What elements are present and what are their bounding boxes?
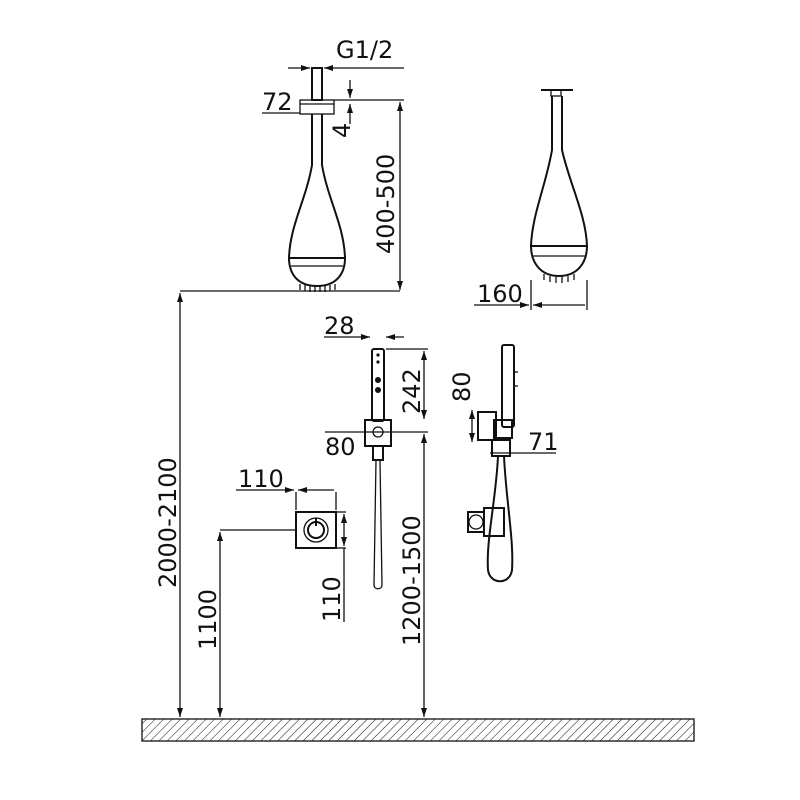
handset-length-label: 242 [398, 368, 426, 414]
control-floor-height-label: 1100 [194, 589, 222, 650]
holder-projection-label: 71 [528, 428, 559, 456]
holder-depth-label: 80 [448, 371, 476, 402]
head-diameter-dimension: 160 [474, 280, 588, 310]
head-drop-dimension: 400-500 [372, 102, 403, 290]
handset-width-label: 28 [324, 312, 355, 340]
holder-floor-height-label: 1200-1500 [398, 515, 426, 646]
control-floor-height-dimension: 1100 [194, 529, 296, 717]
handset-width-dimension: 28 [324, 312, 404, 340]
thread-dimension: G1/2 [288, 36, 404, 71]
control-box [295, 511, 337, 549]
thread-label: G1/2 [336, 36, 393, 64]
ceiling-shower-head-front [287, 67, 347, 292]
holder-height-dimension: 80 [325, 431, 428, 461]
head-diameter-label: 160 [477, 280, 523, 308]
control-height-dimension: 110 [318, 511, 347, 622]
hand-shower-front [364, 348, 392, 590]
head-drop-label: 400-500 [372, 154, 400, 254]
ceiling-shower-head-side [529, 89, 589, 283]
arm-width-label: 72 [262, 88, 293, 116]
control-width-dimension: 110 [236, 465, 337, 510]
control-height-label: 110 [318, 576, 346, 622]
plate-depth-label: 4 [328, 123, 356, 138]
control-width-label: 110 [238, 465, 284, 493]
hand-shower-side [467, 344, 518, 583]
holder-projection-dimension: 71 [490, 428, 559, 456]
floor [141, 718, 695, 742]
plate-depth-dimension: 4 [328, 80, 404, 138]
head-height-dimension: 2000-2100 [154, 293, 183, 717]
handset-length-dimension: 242 [386, 348, 428, 419]
holder-depth-dimension: 80 [448, 371, 476, 442]
arm-width-dimension: 72 [262, 88, 300, 116]
holder-height-label: 80 [325, 433, 356, 461]
head-height-label: 2000-2100 [154, 457, 182, 588]
holder-floor-height-dimension: 1200-1500 [398, 434, 427, 717]
